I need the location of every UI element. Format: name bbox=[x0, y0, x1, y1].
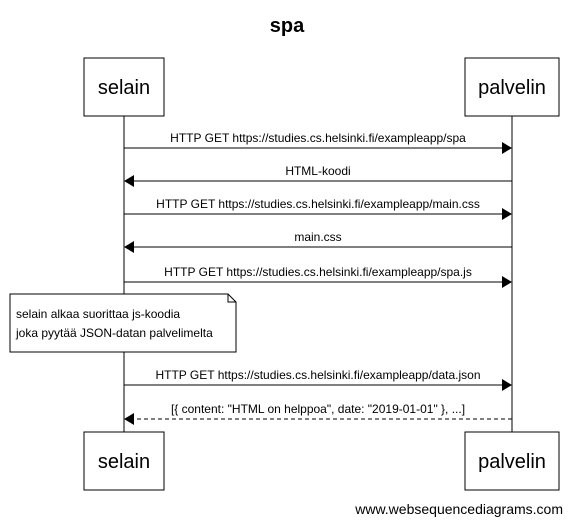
message: HTTP GET https://studies.cs.helsinki.fi/… bbox=[124, 368, 512, 391]
note-fold bbox=[227, 294, 236, 303]
actor-box bbox=[83, 431, 165, 491]
diagram-steps: HTTP GET https://studies.cs.helsinki.fi/… bbox=[9, 131, 512, 425]
message: HTML-koodi bbox=[124, 164, 512, 187]
arrow-head bbox=[502, 142, 512, 154]
message: HTTP GET https://studies.cs.helsinki.fi/… bbox=[124, 131, 512, 154]
watermark: www.websequencediagrams.com bbox=[354, 501, 563, 517]
actors-bottom: selain palvelin bbox=[83, 431, 560, 491]
actor-server-top: palvelin bbox=[464, 57, 560, 117]
arrow-head bbox=[502, 276, 512, 288]
actor-label: palvelin bbox=[478, 77, 546, 99]
message-label: HTTP GET https://studies.cs.helsinki.fi/… bbox=[170, 131, 466, 145]
message-label: HTTP GET https://studies.cs.helsinki.fi/… bbox=[155, 368, 480, 382]
message: [{ content: "HTML on helppoa", date: "20… bbox=[124, 402, 512, 425]
note-line: selain alkaa suorittaa js-koodia bbox=[16, 307, 180, 321]
arrow-head bbox=[124, 241, 134, 253]
actor-browser-top: selain bbox=[83, 57, 165, 117]
actor-label: palvelin bbox=[478, 451, 546, 473]
actor-label: selain bbox=[98, 451, 150, 473]
arrow-head bbox=[124, 413, 134, 425]
actor-box bbox=[464, 431, 560, 491]
actors-top: selain palvelin bbox=[83, 57, 560, 117]
lifelines bbox=[123, 116, 513, 432]
note: selain alkaa suorittaa js-koodia joka pyy… bbox=[9, 293, 237, 353]
actor-browser-bottom: selain bbox=[83, 431, 165, 491]
actor-box bbox=[464, 57, 560, 117]
arrow-head bbox=[124, 175, 134, 187]
arrow-head bbox=[502, 379, 512, 391]
message-label: HTTP GET https://studies.cs.helsinki.fi/… bbox=[156, 197, 480, 211]
actor-box bbox=[83, 57, 165, 117]
message-label: HTML-koodi bbox=[285, 164, 350, 178]
actor-label: selain bbox=[98, 77, 150, 99]
note-line: joka pyytää JSON-datan palvelimelta bbox=[15, 326, 213, 340]
message: main.css bbox=[124, 230, 512, 253]
note-box bbox=[9, 293, 237, 353]
message-label: HTTP GET https://studies.cs.helsinki.fi/… bbox=[164, 265, 472, 279]
message: HTTP GET https://studies.cs.helsinki.fi/… bbox=[124, 265, 512, 288]
message-label: main.css bbox=[294, 230, 341, 244]
arrow-head bbox=[502, 208, 512, 220]
actor-server-bottom: palvelin bbox=[464, 431, 560, 491]
diagram-title: spa bbox=[270, 15, 305, 37]
message-label: [{ content: "HTML on helppoa", date: "20… bbox=[171, 402, 465, 416]
message: HTTP GET https://studies.cs.helsinki.fi/… bbox=[124, 197, 512, 220]
